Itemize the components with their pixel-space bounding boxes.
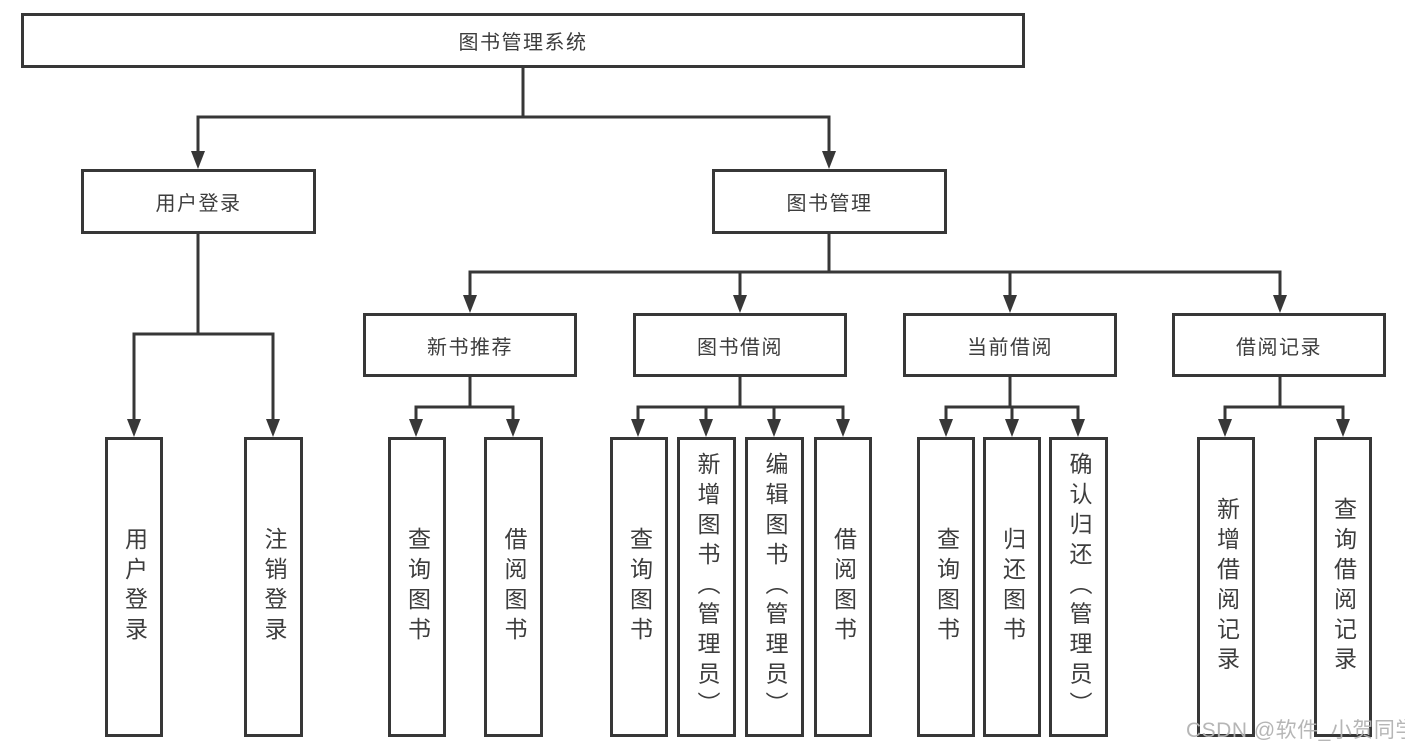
node-book-borrowing: 图书借阅 — [633, 313, 847, 377]
node-label: 注销登录 — [261, 527, 287, 647]
node-label: 归还图书 — [999, 527, 1026, 647]
node-label: 用户登录 — [121, 527, 148, 647]
node-label: 新增借阅记录 — [1213, 497, 1240, 677]
node-label: 新书推荐 — [427, 336, 513, 359]
node-label: 当前借阅 — [967, 336, 1053, 359]
arrowhead-icons — [127, 151, 1350, 437]
node-label: 编辑图书（管理员） — [762, 452, 788, 722]
leaf-bb-borrow-books: 借阅图书 — [814, 437, 872, 737]
node-label: 新增图书（管理员） — [694, 452, 720, 722]
node-label: 确认归还（管理员） — [1066, 452, 1092, 722]
node-label: 查询图书 — [626, 527, 653, 647]
leaf-cb-confirm-return-admin: 确认归还（管理员） — [1049, 437, 1108, 737]
leaf-br-query-record: 查询借阅记录 — [1314, 437, 1372, 737]
node-label: 借阅图书 — [501, 527, 527, 647]
node-user-login: 用户登录 — [81, 169, 316, 234]
node-label: 图书借阅 — [697, 336, 783, 359]
leaf-nbr-borrow-books: 借阅图书 — [484, 437, 543, 737]
leaf-cb-return-books: 归还图书 — [983, 437, 1041, 737]
leaf-user-login: 用户登录 — [105, 437, 163, 737]
node-label: 借阅记录 — [1236, 336, 1322, 359]
node-label: 借阅图书 — [830, 527, 857, 647]
node-current-borrowing: 当前借阅 — [903, 313, 1117, 377]
node-label: 用户登录 — [155, 193, 242, 215]
node-borrowing-records: 借阅记录 — [1172, 313, 1386, 377]
leaf-bb-edit-books-admin: 编辑图书（管理员） — [745, 437, 804, 737]
leaf-cb-query-books: 查询图书 — [917, 437, 975, 737]
leaf-br-add-record: 新增借阅记录 — [1197, 437, 1255, 737]
node-new-book-recommend: 新书推荐 — [363, 313, 577, 377]
leaf-logout: 注销登录 — [244, 437, 303, 737]
leaf-bb-add-books-admin: 新增图书（管理员） — [677, 437, 736, 737]
node-label: 图书管理 — [786, 193, 873, 215]
node-book-management: 图书管理 — [712, 169, 947, 234]
node-library-system: 图书管理系统 — [21, 13, 1025, 68]
node-label: 查询借阅记录 — [1330, 497, 1357, 677]
node-label: 查询图书 — [404, 527, 431, 647]
node-label: 图书管理系统 — [458, 32, 588, 54]
node-label: 查询图书 — [933, 527, 960, 647]
leaf-bb-query-books: 查询图书 — [610, 437, 668, 737]
leaf-nbr-query-books: 查询图书 — [388, 437, 446, 737]
watermark: CSDN @软件_小贺同学 — [1186, 719, 1405, 742]
